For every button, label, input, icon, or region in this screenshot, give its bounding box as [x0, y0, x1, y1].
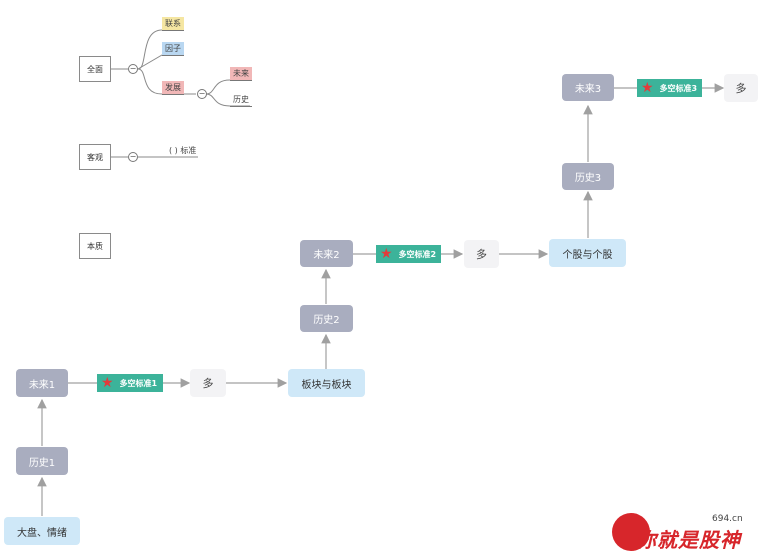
node-long-3[interactable]: 多	[724, 74, 758, 102]
node-history-1[interactable]: 历史1	[16, 447, 68, 475]
mindmap-root-benzhi[interactable]: 本质	[79, 233, 111, 259]
star-icon: ★	[101, 375, 114, 391]
standard-tag-2[interactable]: ★ 多空标准2	[376, 245, 441, 263]
mindmap-node-yinzi[interactable]: 因子	[162, 42, 184, 56]
mindmap-root-benzhi-label: 本质	[87, 241, 103, 251]
standard-tag-3[interactable]: ★ 多空标准3	[637, 79, 702, 97]
mindmap-node-lianxi[interactable]: 联系	[162, 17, 184, 31]
node-future-2[interactable]: 未来2	[300, 240, 353, 267]
star-icon: ★	[641, 80, 654, 96]
star-icon: ★	[380, 246, 393, 262]
node-long-2[interactable]: 多	[464, 240, 499, 268]
node-future-1[interactable]: 未来1	[16, 369, 68, 397]
watermark-domain: 694.cn	[712, 514, 743, 524]
node-stock[interactable]: 个股与个股	[549, 239, 626, 267]
node-base-market[interactable]: 大盘、情绪	[4, 517, 80, 545]
collapse-toggle-icon[interactable]: −	[128, 64, 138, 74]
mindmap-root-quanmian-label: 全面	[87, 64, 103, 74]
standard-label-2: 多空标准2	[398, 249, 437, 259]
standard-label-1: 多空标准1	[119, 378, 158, 388]
standard-label-3: 多空标准3	[659, 83, 698, 93]
mindmap-node-lishi[interactable]: 历史	[230, 93, 252, 107]
node-long-1[interactable]: 多	[190, 369, 226, 397]
watermark-text: 你就是股神	[636, 528, 741, 552]
mindmap-root-keguan-label: 客观	[87, 152, 103, 162]
standard-tag-1[interactable]: ★ 多空标准1	[97, 374, 163, 392]
node-future-3[interactable]: 未来3	[562, 74, 614, 101]
node-history-3[interactable]: 历史3	[562, 163, 614, 190]
mindmap-root-keguan[interactable]: 客观	[79, 144, 111, 170]
collapse-toggle-icon[interactable]: −	[128, 152, 138, 162]
mindmap-node-fazhan[interactable]: 发展	[162, 81, 184, 95]
collapse-toggle-icon[interactable]: −	[197, 89, 207, 99]
mindmap-node-biaozhun[interactable]: ( ) 标准	[169, 146, 197, 155]
logo-bull-icon	[612, 513, 650, 551]
node-sector[interactable]: 板块与板块	[288, 369, 365, 397]
mindmap-node-weilai[interactable]: 未来	[230, 67, 252, 81]
mindmap-root-quanmian[interactable]: 全面	[79, 56, 111, 82]
node-history-2[interactable]: 历史2	[300, 305, 353, 332]
